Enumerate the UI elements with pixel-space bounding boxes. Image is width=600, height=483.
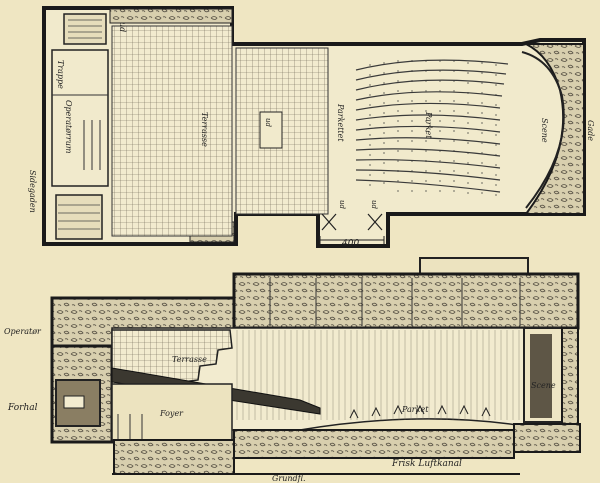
section-roof-stone <box>232 272 580 330</box>
longitudinal-section: Operatør Forhal Terrasse Foyer Parket Sc… <box>4 257 581 483</box>
label-foyer: Foyer <box>159 409 184 418</box>
stair-landing <box>259 111 283 149</box>
label-operator: Operatør <box>4 327 42 336</box>
label-terrace-plan: Terrasse <box>200 112 209 147</box>
parquet-seat-marks <box>349 404 491 419</box>
label-exit-right: ud <box>370 200 378 210</box>
label-parquet-section: Parket <box>401 405 429 414</box>
label-ground: Grundfl. <box>272 474 306 483</box>
label-stairs: Trappe <box>56 60 65 89</box>
label-exit-mid: ud <box>264 118 272 128</box>
label-right-street: Gade <box>586 120 595 141</box>
dimension-line <box>319 236 385 244</box>
section-foundation <box>113 439 235 475</box>
label-terrace-section: Terrasse <box>172 355 207 364</box>
curved-seat-rows <box>355 59 509 193</box>
label-exit-top: ud <box>118 22 127 32</box>
stair-block <box>63 13 107 45</box>
label-hall: Forhal <box>7 403 38 413</box>
stage-edge <box>521 51 565 209</box>
label-parquet-right: Parket <box>424 111 433 139</box>
plan-top-stone <box>109 8 233 24</box>
exit-doors <box>321 213 383 231</box>
label-dimension: 400 <box>341 239 359 249</box>
operator-room <box>51 49 109 187</box>
label-fresh-air-duct: Frisk Luftkanal <box>391 459 462 469</box>
terrace-seating <box>111 25 233 237</box>
label-operator-room: Operatørrum <box>64 100 73 154</box>
foyer-room <box>111 383 233 441</box>
label-side-lane: Sidegaden <box>28 170 37 213</box>
floor-plan: ud Trappe Operatørrum Sidegaden Terrasse… <box>28 6 595 249</box>
fresh-air-duct <box>233 429 515 459</box>
label-stage-plan: Scene <box>540 118 549 143</box>
label-parquet-left: Parkettet <box>336 103 345 142</box>
lower-stair-block <box>55 194 103 240</box>
label-stage-section: Scene <box>531 381 556 390</box>
label-exit-left: ud <box>338 200 346 210</box>
stage-right-wall <box>561 327 579 425</box>
stage-pit <box>513 423 581 453</box>
stage-curtain <box>530 334 552 418</box>
forhal-window <box>63 395 85 409</box>
